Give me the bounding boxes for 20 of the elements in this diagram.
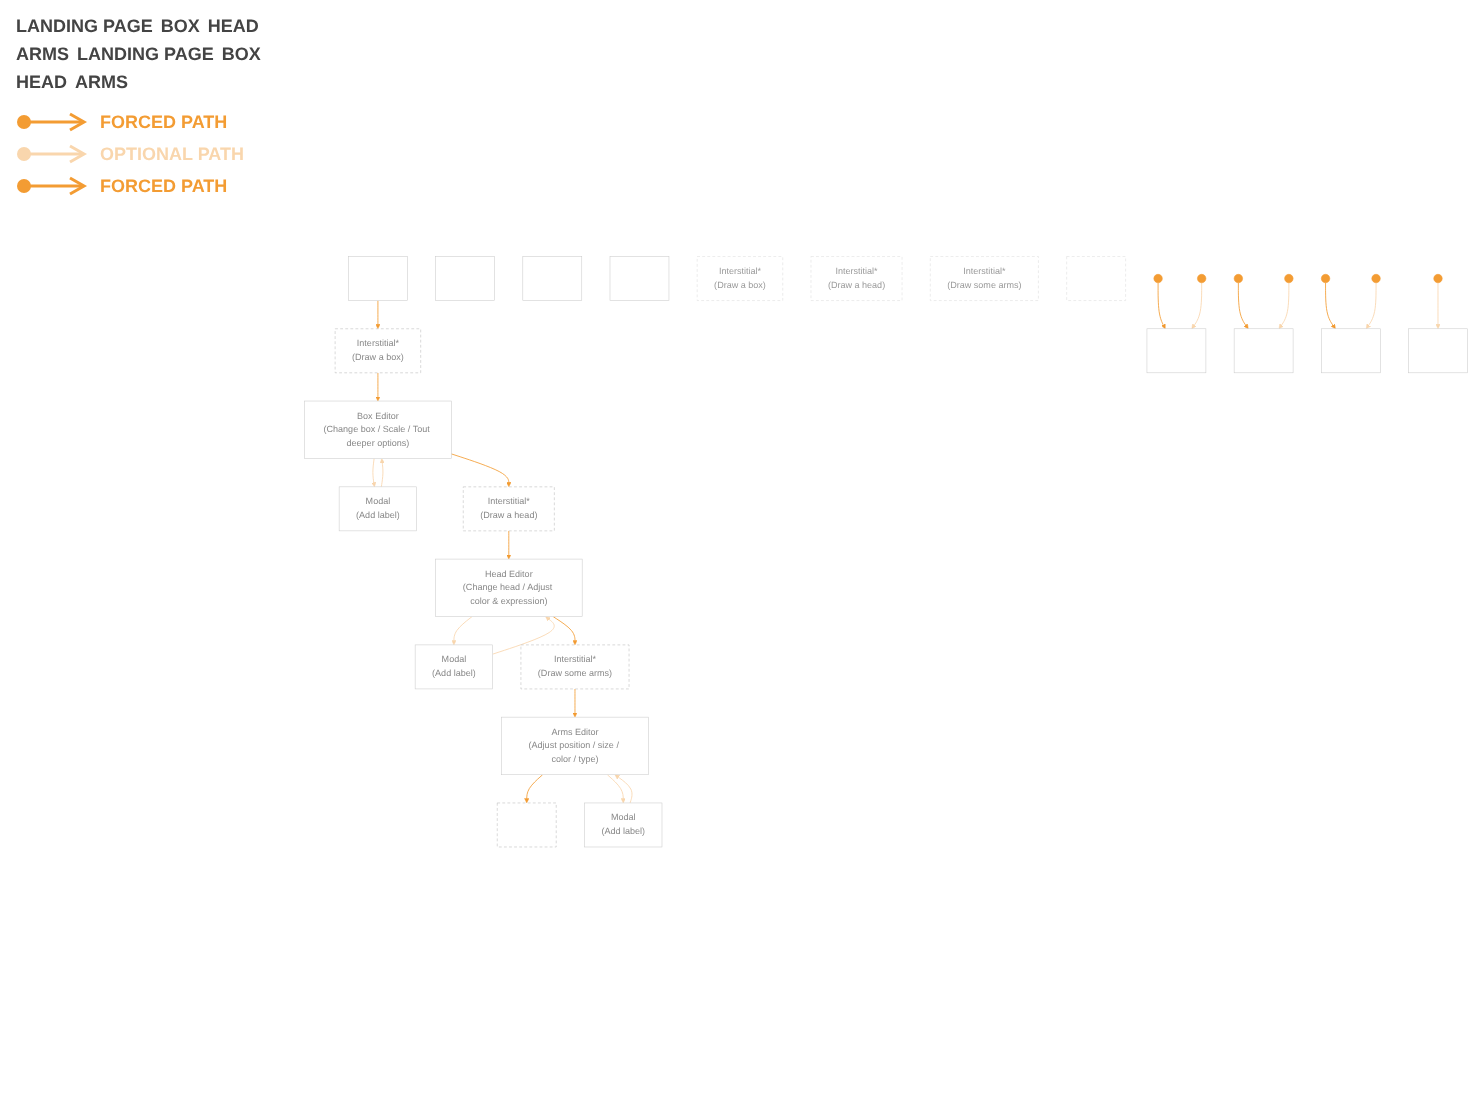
column-heading: HEAD: [16, 72, 68, 92]
node-box: [1321, 328, 1381, 374]
column-heading: ARMS: [16, 44, 69, 64]
node-box: [1146, 328, 1207, 374]
column-heading: HEAD: [207, 16, 259, 36]
column-heading: BOX: [160, 16, 200, 36]
node-box: [1233, 328, 1294, 374]
column-heading: LANDING PAGE: [77, 44, 214, 64]
node-box: [609, 256, 670, 302]
legend-text: FORCED PATH: [100, 112, 228, 132]
node-box: [497, 802, 557, 848]
node-box: [435, 256, 495, 302]
node-box: [1408, 328, 1468, 374]
legend-text: OPTIONAL PATH: [100, 144, 244, 164]
column-heading: BOX: [221, 44, 261, 64]
node-box: [522, 256, 583, 302]
legend-text: FORCED PATH: [100, 176, 228, 196]
column-heading: ARMS: [75, 72, 129, 92]
column-heading: LANDING PAGE: [16, 16, 153, 36]
node-box: [348, 256, 408, 302]
